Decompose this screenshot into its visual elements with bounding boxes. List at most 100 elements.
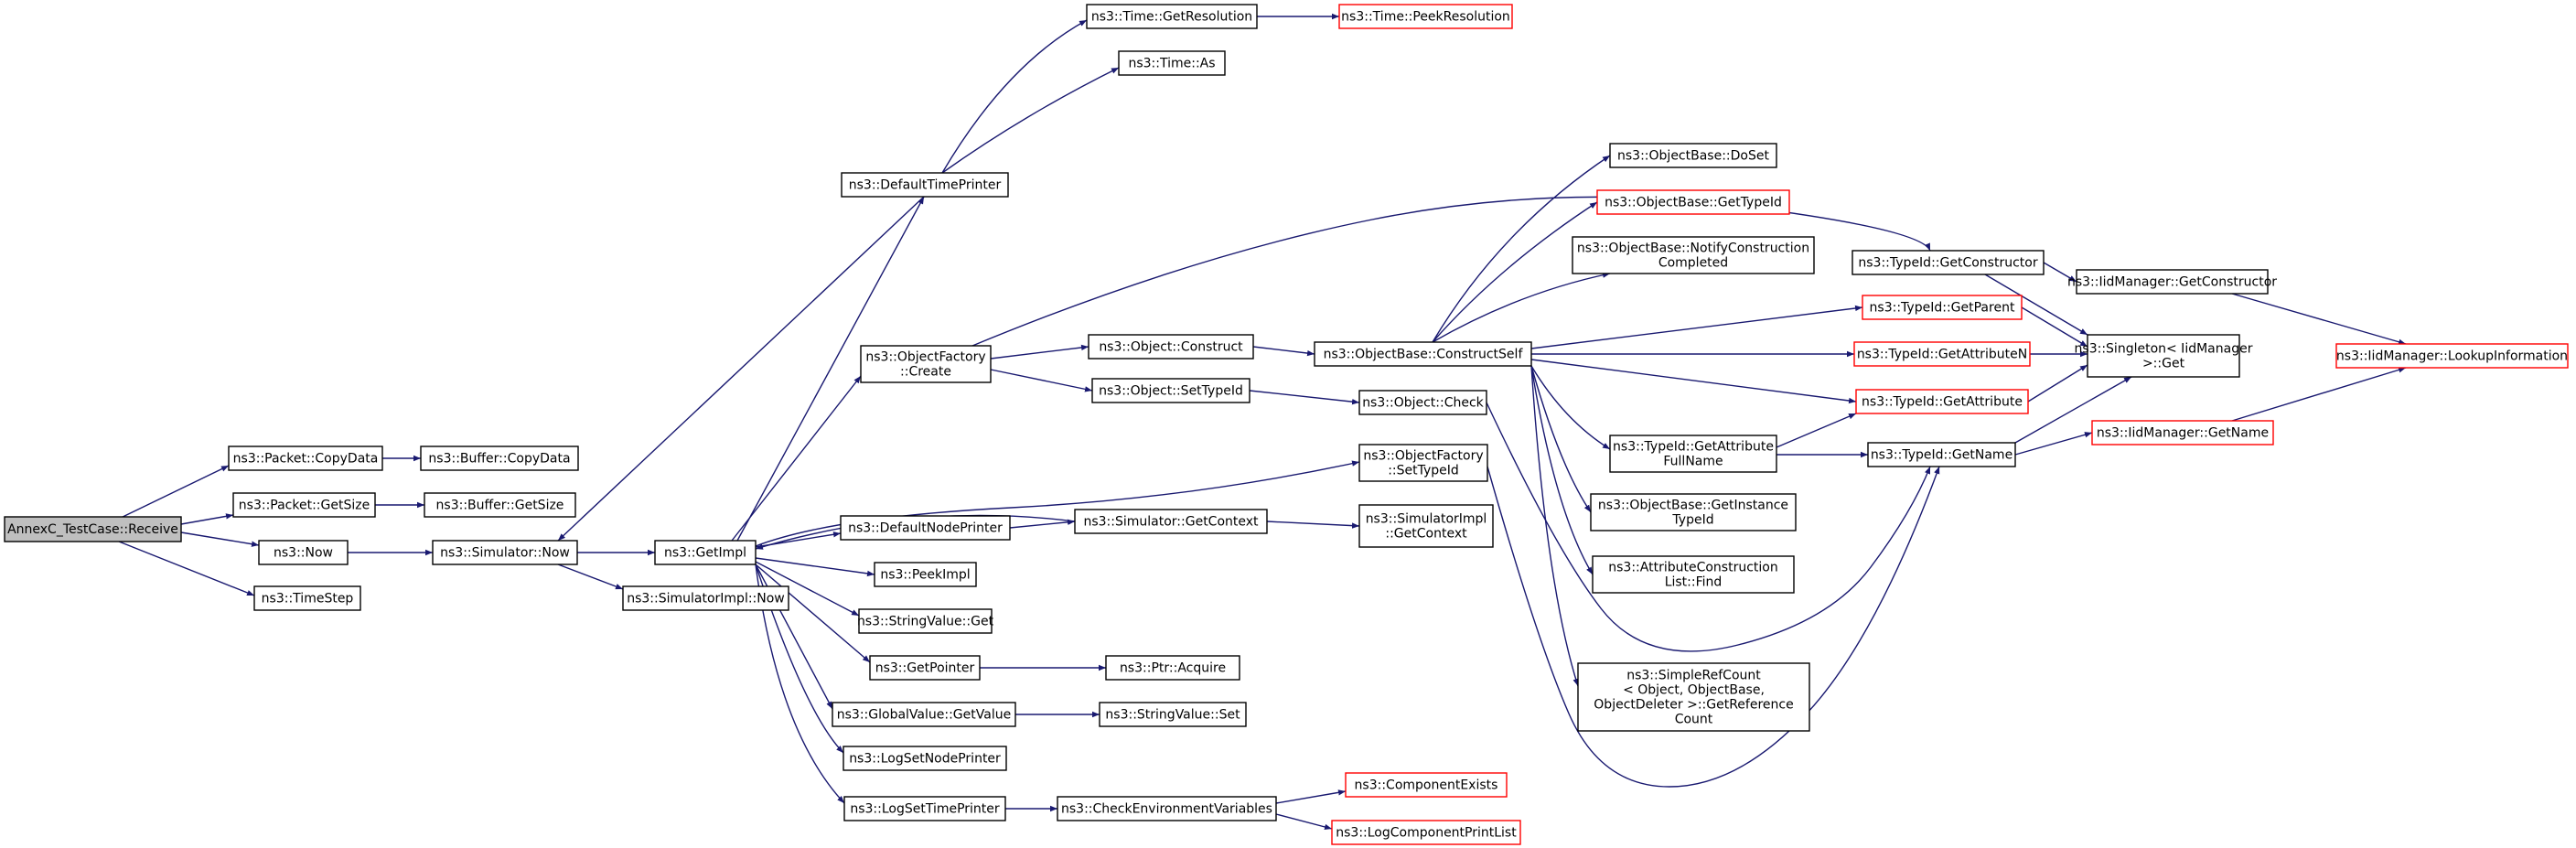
graph-node[interactable]: ns3::StringValue::Set — [1099, 702, 1247, 727]
graph-node[interactable]: ns3::DefaultTimePrinter — [841, 172, 1009, 198]
graph-node[interactable]: ns3::GetImpl — [654, 540, 757, 565]
edge-n15-n17 — [1252, 346, 1315, 357]
graph-node[interactable]: ns3::GlobalValue::GetValue — [832, 702, 1016, 727]
graph-node[interactable]: ns3::IidManager::GetName — [2091, 420, 2274, 445]
graph-node[interactable]: ns3::Ptr::Acquire — [1105, 655, 1240, 681]
node-label: ns3::TypeId::GetAttribute — [1613, 439, 1774, 454]
node-label: ns3::TypeId::GetParent — [1870, 300, 2015, 315]
graph-node[interactable]: ns3::SimulatorImpl::Now — [622, 585, 789, 611]
graph-node[interactable]: ns3::Packet::GetSize — [232, 492, 376, 518]
graph-node[interactable]: ns3::ObjectBase::NotifyConstructionCompl… — [1572, 236, 1815, 274]
graph-node[interactable]: ns3::IidManager::GetConstructor — [2067, 269, 2277, 295]
node-label: ns3::ObjectFactory — [865, 349, 985, 364]
node-box — [1358, 444, 1488, 482]
node-box — [2335, 343, 2569, 369]
graph-node[interactable]: ns3::ObjectFactory::SetTypeId — [1358, 444, 1488, 482]
graph-node[interactable]: ns3::SimulatorImpl::GetContext — [1358, 504, 1494, 548]
edge-n43-n47 — [2021, 306, 2088, 348]
graph-node[interactable]: ns3::Object::Construct — [1088, 334, 1254, 360]
graph-node[interactable]: ns3::Simulator::GetContext — [1074, 509, 1268, 534]
graph-node[interactable]: ns3::Buffer::GetSize — [424, 492, 576, 518]
graph-node[interactable]: ns3::LogComponentPrintList — [1331, 820, 1521, 845]
graph-node[interactable]: ns3::Object::Check — [1358, 390, 1487, 415]
edge-n42-n49 — [2231, 293, 2407, 345]
node-label: ns3::Time::GetResolution — [1091, 9, 1252, 24]
node-box — [424, 492, 576, 518]
edge-n31-n33 — [1275, 813, 1333, 831]
graph-node[interactable]: ns3::ObjectFactory::Create — [860, 345, 992, 383]
node-box — [1596, 189, 1790, 215]
node-label: ns3::Object::Construct — [1099, 339, 1243, 354]
graph-node[interactable]: ns3::StringValue::Get — [857, 608, 994, 634]
node-box — [1057, 796, 1277, 821]
node-box — [253, 585, 361, 611]
node-label: ns3::GetPointer — [875, 660, 975, 675]
graph-node[interactable]: ns3::TypeId::GetAttributeN — [1853, 341, 2031, 367]
graph-node[interactable]: ns3::PeekImpl — [874, 562, 977, 587]
edge-n14-n16 — [990, 369, 1093, 392]
edge-n37-n45 — [1776, 413, 1857, 448]
node-box — [860, 345, 992, 383]
edge-n18-n46 — [1486, 402, 1931, 652]
edge-n17-n38 — [1530, 365, 1592, 513]
edge-n8-n25 — [755, 564, 871, 663]
graph-node[interactable]: ns3::Buffer::CopyData — [420, 445, 579, 471]
node-label: ns3::Singleton< IidManager — [2075, 341, 2253, 356]
node-label: ns3::ObjectBase::GetTypeId — [1605, 195, 1782, 209]
node-label: ::Create — [900, 364, 951, 379]
graph-node[interactable]: ns3::IidManager::LookupInformation — [2335, 343, 2569, 369]
node-label: ns3::SimulatorImpl::Now — [627, 591, 785, 606]
edge-n0-n7 — [118, 541, 255, 596]
graph-node[interactable]: ns3::ObjectBase::ConstructSelf — [1314, 341, 1532, 367]
graph-node[interactable]: ns3::GetPointer — [869, 655, 981, 681]
graph-node[interactable]: ns3::TypeId::GetName — [1867, 442, 2016, 467]
graph-node[interactable]: ns3::CheckEnvironmentVariables — [1057, 796, 1277, 821]
node-box — [1867, 442, 2016, 467]
graph-node[interactable]: ns3::Singleton< IidManager >::Get — [2075, 334, 2253, 378]
graph-node[interactable]: ns3::ComponentExists — [1345, 772, 1508, 798]
node-box — [2087, 334, 2240, 378]
node-label: ns3::IidManager::LookupInformation — [2336, 349, 2568, 363]
graph-node[interactable]: ns3::TypeId::GetConstructor — [1852, 250, 2045, 275]
node-box — [841, 172, 1009, 198]
graph-node[interactable]: ns3::TypeId::GetParent — [1862, 295, 2023, 320]
edge-n21-n22 — [1266, 521, 1360, 529]
edge-n16-n18 — [1249, 390, 1360, 405]
graph-node[interactable]: ns3::Simulator::Now — [432, 540, 578, 565]
graph-node[interactable]: ns3::TypeId::GetAttribute — [1855, 389, 2029, 414]
node-label: >::Get — [2142, 356, 2185, 370]
edge-n8-n27 — [755, 564, 833, 710]
node-label: ns3::LogSetNodePrinter — [849, 751, 1001, 766]
graph-node[interactable]: ns3::Time::GetResolution — [1086, 4, 1258, 29]
node-label: List::Find — [1665, 574, 1723, 589]
node-label: ObjectDeleter >::GetReference — [1594, 697, 1793, 712]
graph-node[interactable]: ns3::ObjectBase::DoSet — [1609, 143, 1777, 168]
node-label: ns3::LogSetTimePrinter — [850, 801, 1000, 816]
graph-node[interactable]: ns3::Time::PeekResolution — [1338, 4, 1513, 29]
graph-node[interactable]: ns3::SimpleRefCount< Object, ObjectBase,… — [1577, 662, 1810, 732]
graph-node[interactable]: ns3::Now — [258, 540, 349, 565]
edge-n17-n45 — [1530, 359, 1857, 404]
graph-node[interactable]: ns3::Object::SetTypeId — [1091, 378, 1250, 403]
graph-node[interactable]: ns3::Packet::CopyData — [228, 445, 383, 471]
edge-n48-n49 — [2231, 367, 2407, 422]
graph-node[interactable]: ns3::DefaultNodePrinter — [840, 515, 1011, 541]
graph-node[interactable]: ns3::Time::As — [1118, 50, 1226, 76]
graph-node[interactable]: AnnexC_TestCase::Receive — [4, 516, 182, 542]
graph-node[interactable]: ns3::LogSetNodePrinter — [843, 746, 1007, 771]
node-label: Count — [1675, 712, 1713, 726]
node-box — [1577, 662, 1810, 732]
node-box — [1572, 236, 1815, 274]
node-label: ns3::TypeId::GetAttributeN — [1857, 347, 2027, 361]
graph-node[interactable]: ns3::LogSetTimePrinter — [843, 796, 1006, 821]
node-label: ns3::Time::PeekResolution — [1341, 9, 1510, 24]
node-box — [1314, 341, 1532, 367]
edge-n41-n47 — [1984, 274, 2088, 336]
node-label: ns3::ObjectFactory — [1363, 448, 1483, 463]
graph-node[interactable]: ns3::TimeStep — [253, 585, 361, 611]
graph-node[interactable]: ns3::ObjectBase::GetTypeId — [1596, 189, 1790, 215]
